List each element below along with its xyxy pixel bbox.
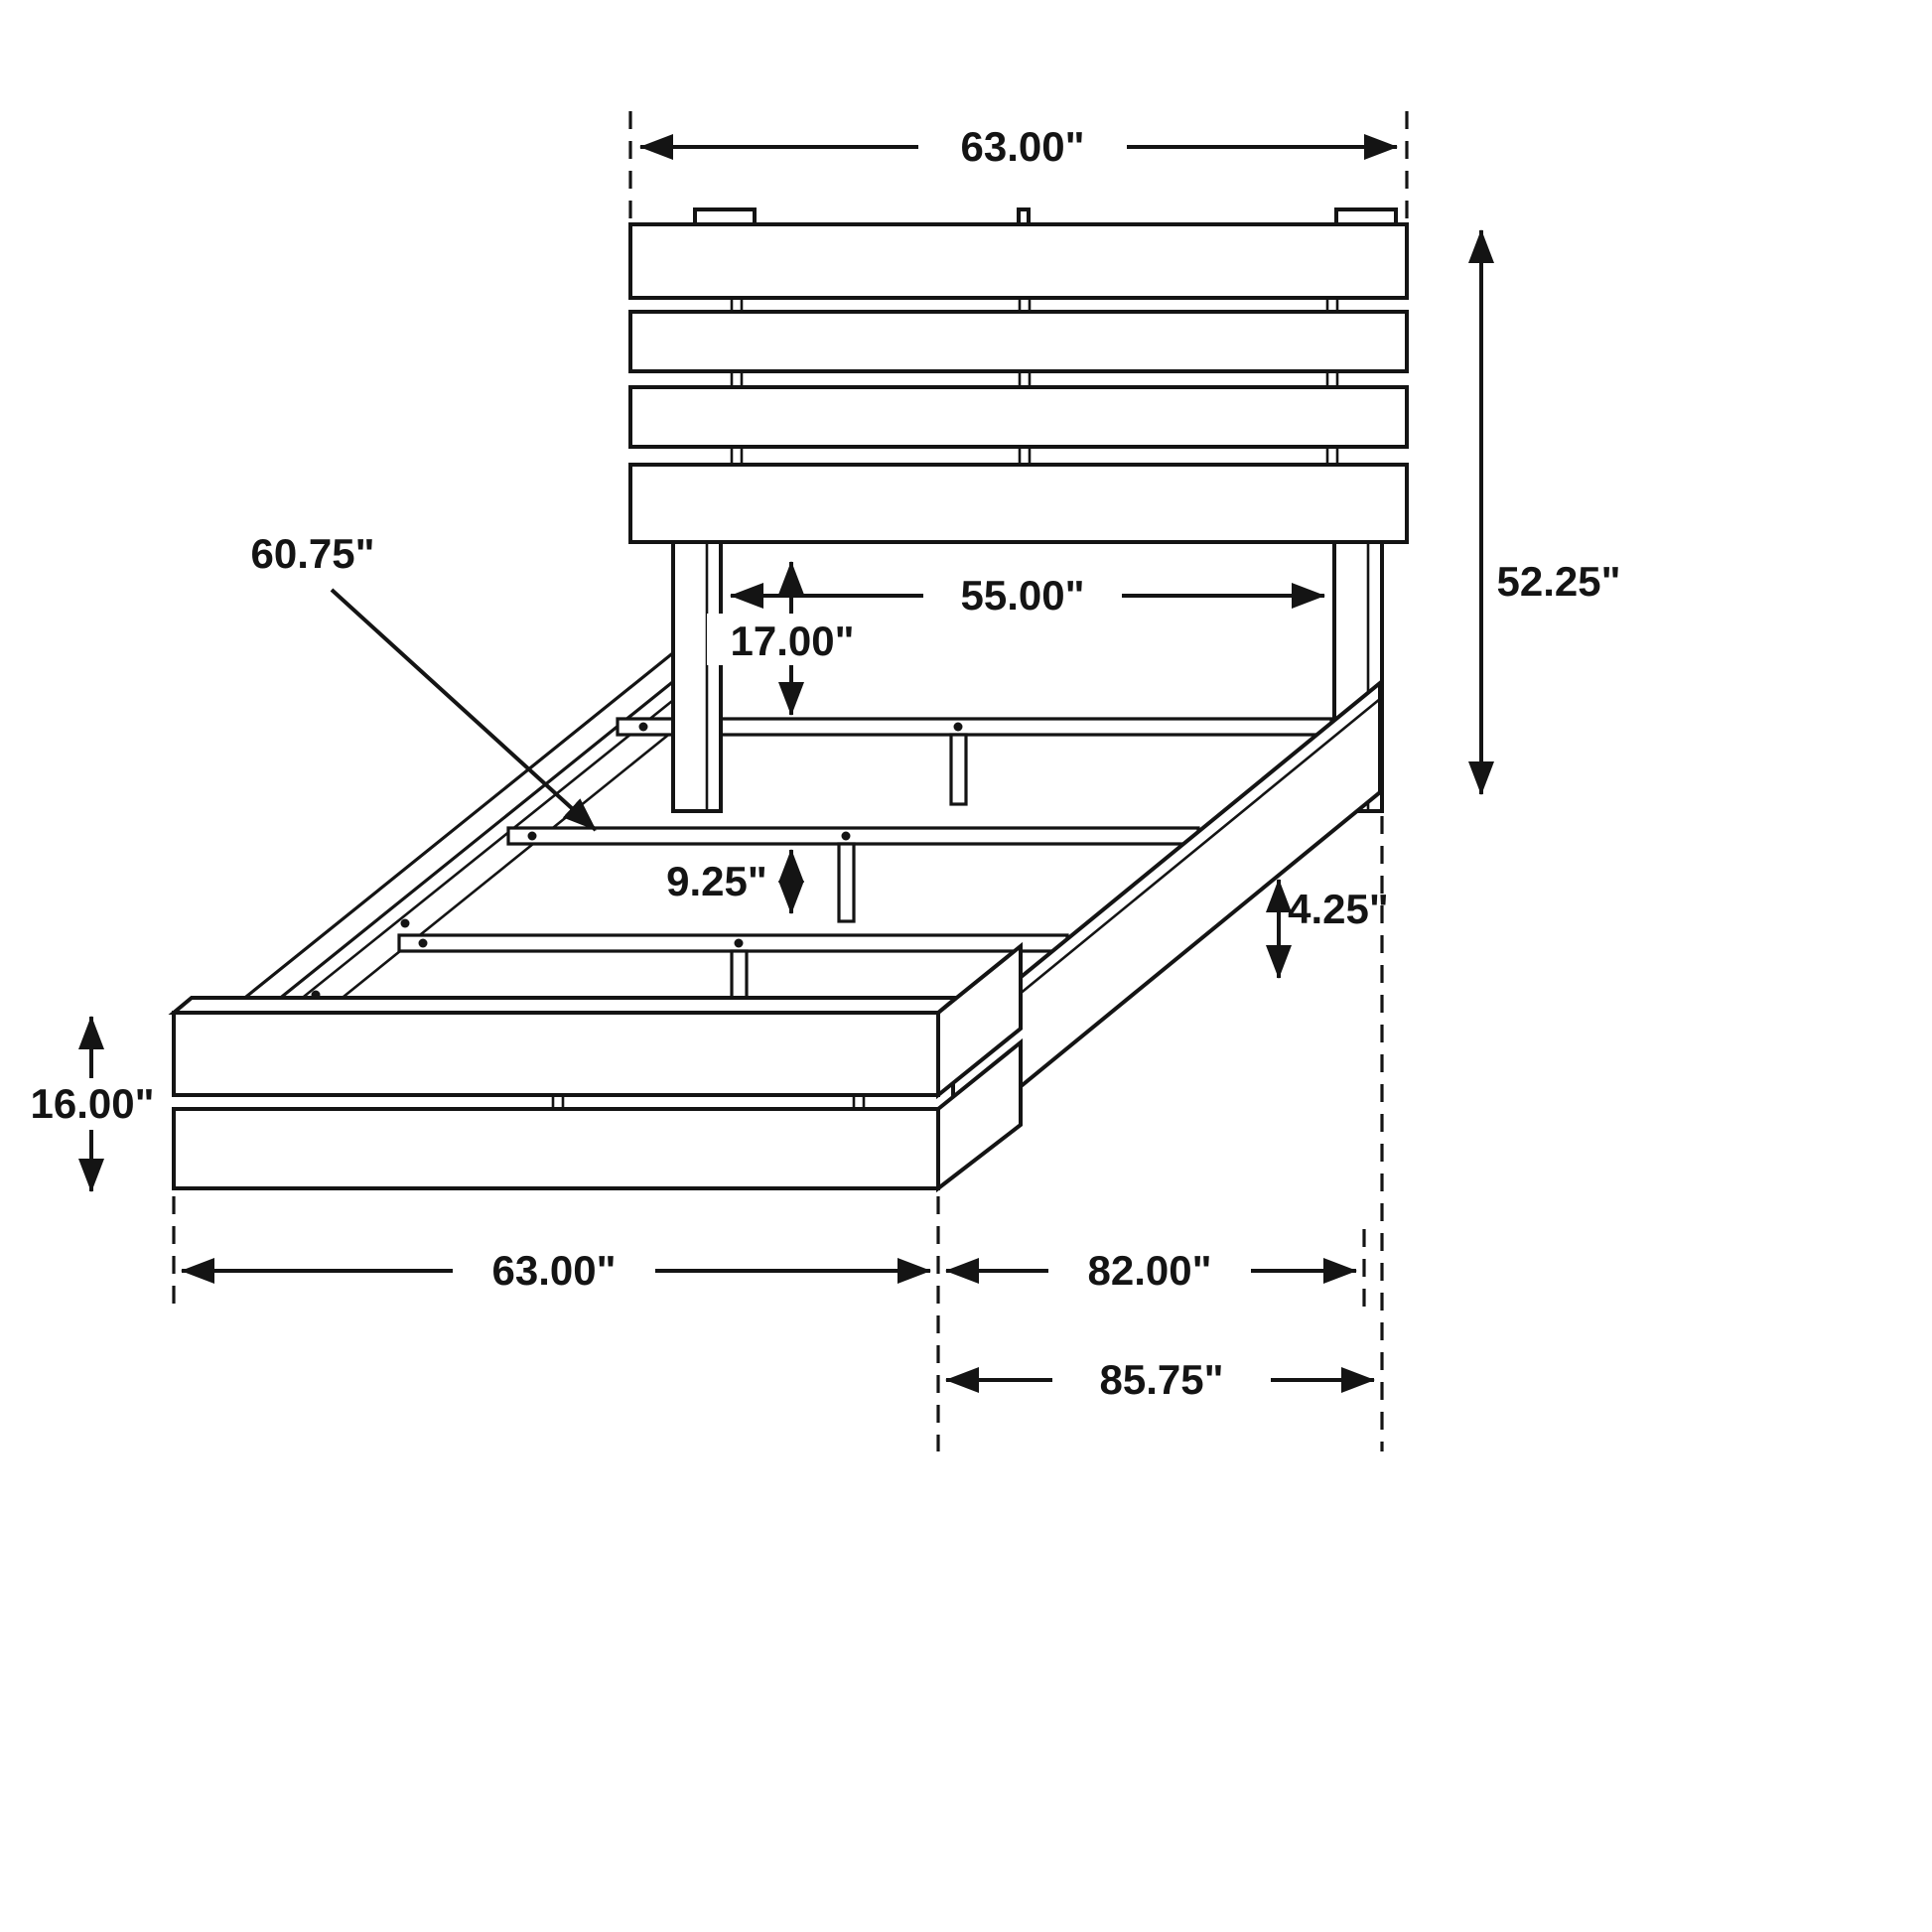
dim-rail-clearance: 4.25" bbox=[1266, 879, 1389, 979]
headboard-plank-4 bbox=[628, 463, 1409, 544]
dim-headboard-width: 63.00" bbox=[639, 119, 1398, 175]
dim-frame-length: 82.00" bbox=[945, 1243, 1357, 1301]
dim-label-slat-height: 9.25" bbox=[666, 858, 767, 904]
dim-label-footboard-height: 16.00" bbox=[30, 1080, 154, 1127]
dim-label-footboard-width: 63.00" bbox=[491, 1247, 616, 1294]
footboard bbox=[168, 941, 1023, 1193]
dim-label-headboard-height: 52.25" bbox=[1496, 558, 1620, 605]
footboard-top-surface bbox=[168, 996, 962, 1015]
headboard-plank-1 bbox=[628, 222, 1409, 300]
dim-label-inner-width: 55.00" bbox=[960, 572, 1084, 619]
extension-lines bbox=[172, 111, 1409, 1451]
slat-3 bbox=[397, 933, 1069, 953]
footboard-gap-ticks bbox=[551, 1095, 866, 1109]
dim-label-overall-length: 85.75" bbox=[1099, 1356, 1223, 1403]
dim-label-headboard-to-slat: 17.00" bbox=[730, 618, 854, 664]
dim-headboard-height: 52.25" bbox=[1468, 229, 1621, 795]
dim-footboard-width: 63.00" bbox=[181, 1243, 931, 1301]
footboard-plank-bottom bbox=[172, 1107, 940, 1190]
dim-headboard-inner-width: 55.00" bbox=[730, 570, 1325, 621]
footboard-plank-top bbox=[172, 1011, 940, 1097]
headboard-leg-left bbox=[671, 539, 723, 813]
dim-slat-height: 9.25" bbox=[666, 849, 804, 914]
headboard bbox=[628, 207, 1409, 544]
dim-overall-length: 85.75" bbox=[945, 1352, 1375, 1410]
dim-footboard-height: 16.00" bbox=[14, 1016, 171, 1192]
dim-headboard-to-slat: 17.00" bbox=[707, 561, 878, 716]
dim-label-headboard-width: 63.00" bbox=[960, 123, 1084, 170]
headboard-plank-3 bbox=[628, 385, 1409, 449]
headboard-plank-gap-ticks bbox=[730, 298, 1339, 465]
headboard-legs bbox=[671, 539, 1384, 813]
dim-label-slat-length: 60.75" bbox=[250, 530, 374, 577]
far-side-rail bbox=[233, 644, 714, 1056]
dim-label-rail-clearance: 4.25" bbox=[1288, 886, 1389, 932]
slat-2 bbox=[506, 826, 1200, 846]
headboard-plank-2 bbox=[628, 310, 1409, 373]
slat-1 bbox=[616, 717, 1333, 737]
dim-slat-length: 60.75" bbox=[250, 530, 598, 832]
dim-label-frame-length: 82.00" bbox=[1087, 1247, 1211, 1294]
